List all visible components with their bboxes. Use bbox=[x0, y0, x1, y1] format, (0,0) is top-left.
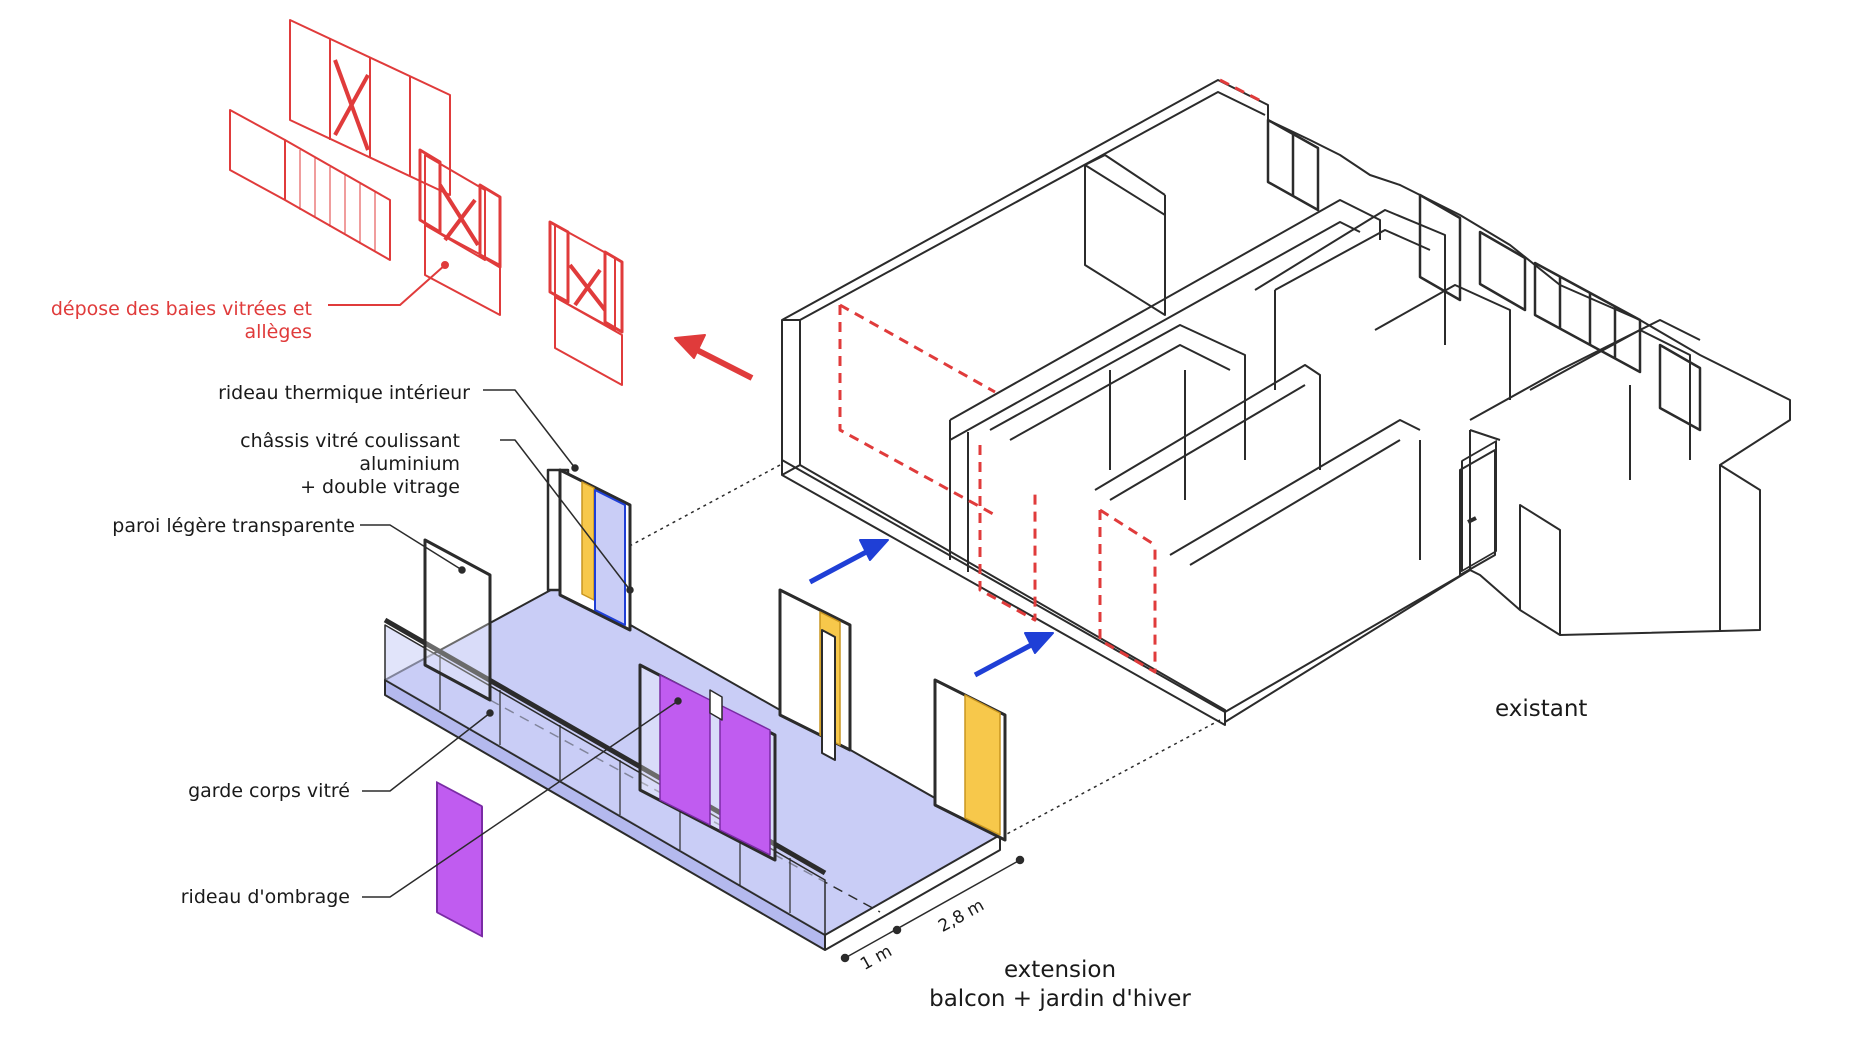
partition-wall-3 bbox=[1094, 364, 1321, 491]
partition-wall-2 bbox=[989, 324, 1246, 460]
removal-label: dépose des baies vitrées et allèges bbox=[50, 298, 312, 343]
partition-wall-4 bbox=[1169, 419, 1421, 556]
corridor-walls bbox=[1254, 209, 1446, 345]
sliding-frame-label: châssis vitré coulissant aluminium + dou… bbox=[240, 430, 460, 498]
guardrail-label: garde corps vitré bbox=[188, 780, 350, 802]
shade-curtain-center-b bbox=[719, 704, 771, 856]
middle-frame bbox=[778, 588, 852, 761]
shade-curtain-left bbox=[436, 781, 483, 938]
light-wall-label: paroi légère transparente bbox=[112, 515, 355, 537]
thermal-curtain-right bbox=[964, 694, 1001, 836]
internal-wall-long bbox=[949, 199, 1381, 421]
arrow-left-red bbox=[674, 334, 754, 381]
building-floor-edge bbox=[799, 464, 1226, 725]
extension bbox=[383, 468, 1007, 951]
back-sliding-frame bbox=[546, 468, 632, 632]
right-wing bbox=[1469, 319, 1701, 421]
existing-label: existant bbox=[1495, 696, 1588, 722]
light-wall-left bbox=[423, 538, 492, 938]
facade-windows bbox=[1266, 118, 1702, 432]
facade-front bbox=[781, 459, 1471, 713]
thermal-curtain-label: rideau thermique intérieur bbox=[218, 382, 470, 404]
demolition-dashes bbox=[838, 78, 1266, 674]
entrance-door-panel bbox=[1459, 449, 1496, 576]
removed-elements bbox=[229, 19, 624, 386]
dimension-line bbox=[840, 855, 1025, 963]
entrance-door bbox=[1461, 440, 1497, 573]
light-wall-center bbox=[638, 663, 777, 862]
arrow-up-right-blue bbox=[808, 539, 889, 585]
existing-building bbox=[781, 78, 1791, 726]
arrows bbox=[674, 334, 1054, 678]
column bbox=[821, 629, 836, 761]
shade-curtain-center-a bbox=[659, 674, 711, 826]
building-outer-wall bbox=[781, 79, 1791, 726]
right-frame bbox=[933, 678, 1007, 842]
shade-curtain-label: rideau d'ombrage bbox=[180, 886, 350, 908]
arrow-up-right-blue-2 bbox=[973, 632, 1054, 678]
building-left-rim bbox=[799, 91, 1266, 321]
extension-label: extension balcon + jardin d'hiver bbox=[929, 957, 1191, 1012]
partition-wall-1 bbox=[1084, 164, 1166, 316]
leader-lines bbox=[360, 389, 682, 898]
